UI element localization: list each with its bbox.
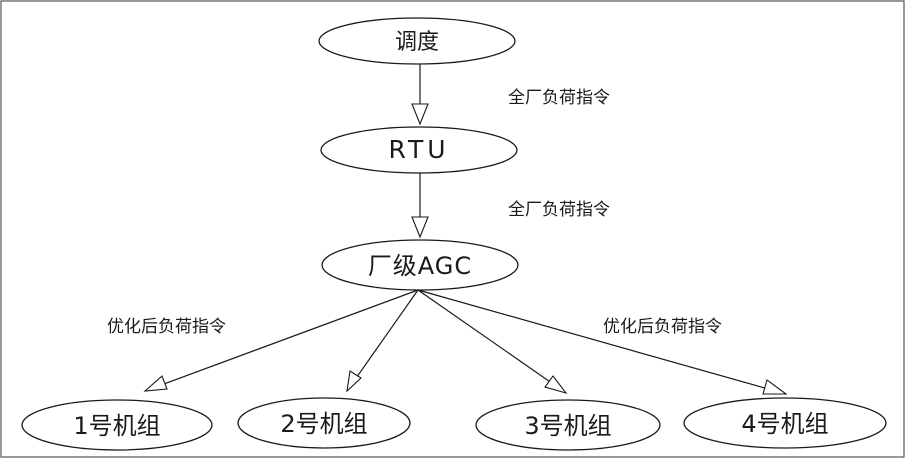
edge-label-agc-right: 优化后负荷指令 [603, 317, 722, 337]
node-unit4-shape [683, 397, 887, 449]
node-agc-shape [321, 239, 519, 291]
node-agc-label: 厂级AGC [368, 252, 472, 280]
edge-label-dispatch-rtu: 全厂负荷指令 [508, 88, 610, 108]
node-unit4: 4号机组 [683, 397, 887, 449]
edge-agc-unit4 [417, 289, 787, 395]
node-unit4-label: 4号机组 [741, 410, 828, 438]
node-agc: 厂级AGC [321, 239, 519, 291]
edge-agc-unit2 [346, 289, 419, 392]
node-dispatch-label: 调度 [395, 30, 439, 55]
node-rtu-label: RTU [388, 135, 449, 164]
node-rtu: RTU [320, 126, 518, 174]
edge-label-rtu-agc: 全厂负荷指令 [508, 200, 610, 220]
arrowhead-unit4 [762, 379, 788, 395]
node-unit2: 2号机组 [237, 397, 411, 449]
edges [143, 63, 788, 395]
node-unit2-shape [237, 397, 411, 449]
node-unit2-label: 2号机组 [280, 410, 367, 438]
arrowhead-unit3 [544, 375, 568, 394]
edge-label-agc-left: 优化后负荷指令 [107, 317, 226, 337]
edge-agc-unit1 [144, 289, 419, 392]
arrowhead-rtu [411, 103, 429, 126]
node-unit3-label: 3号机组 [524, 412, 611, 440]
arrowhead-agc [411, 216, 429, 239]
node-unit1-label: 1号机组 [73, 412, 160, 440]
node-dispatch: 调度 [318, 17, 516, 65]
arrowhead-unit1 [143, 375, 168, 392]
node-unit3-shape [475, 399, 661, 451]
arrowhead-unit2 [346, 370, 362, 393]
node-unit1-shape [21, 399, 213, 451]
node-dispatch-shape [318, 17, 516, 65]
node-unit3: 3号机组 [475, 399, 661, 451]
edge-agc-unit3 [417, 289, 567, 394]
node-unit1: 1号机组 [21, 399, 213, 451]
node-rtu-shape [320, 126, 518, 174]
